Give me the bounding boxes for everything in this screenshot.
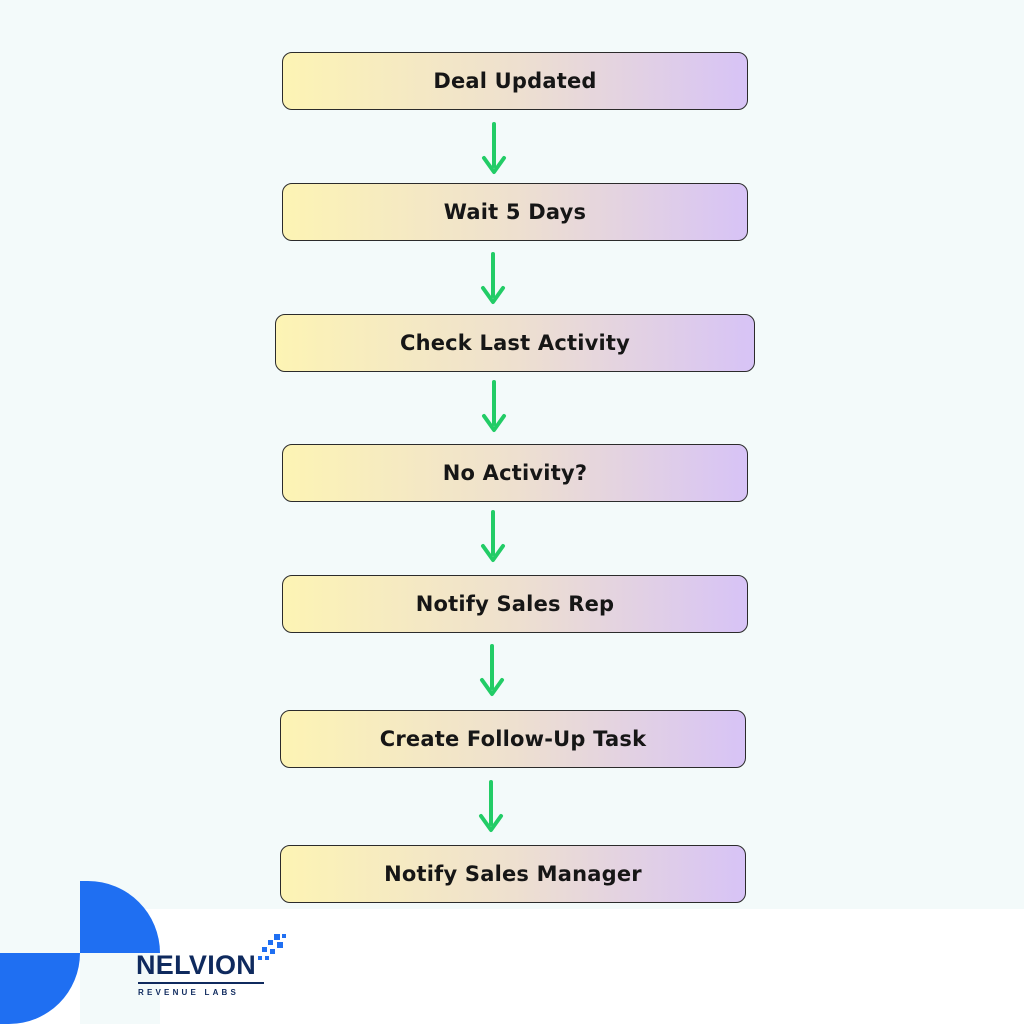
step-no-activity: No Activity? (282, 444, 748, 502)
brand-logo: NELVION REVENUE LABS (136, 930, 296, 1002)
step-notify-sales-manager: Notify Sales Manager (280, 845, 746, 903)
brand-tagline: REVENUE LABS (138, 988, 240, 997)
corner-decoration (0, 881, 80, 953)
step-notify-sales-rep: Notify Sales Rep (282, 575, 748, 633)
pixel-mark-icon (258, 934, 286, 960)
arrow-down-icon (481, 510, 505, 562)
corner-decoration (0, 953, 80, 1024)
step-deal-updated: Deal Updated (282, 52, 748, 110)
step-create-follow-up-task: Create Follow-Up Task (280, 710, 746, 768)
step-wait-5-days: Wait 5 Days (282, 183, 748, 241)
arrow-down-icon (482, 380, 506, 432)
step-check-last-activity: Check Last Activity (275, 314, 755, 372)
logo-underline (138, 982, 264, 984)
brand-name: NELVION (136, 950, 257, 980)
arrow-down-icon (482, 122, 506, 174)
arrow-down-icon (479, 780, 503, 832)
arrow-down-icon (481, 252, 505, 304)
corner-decoration (80, 953, 160, 1024)
arrow-down-icon (480, 644, 504, 696)
